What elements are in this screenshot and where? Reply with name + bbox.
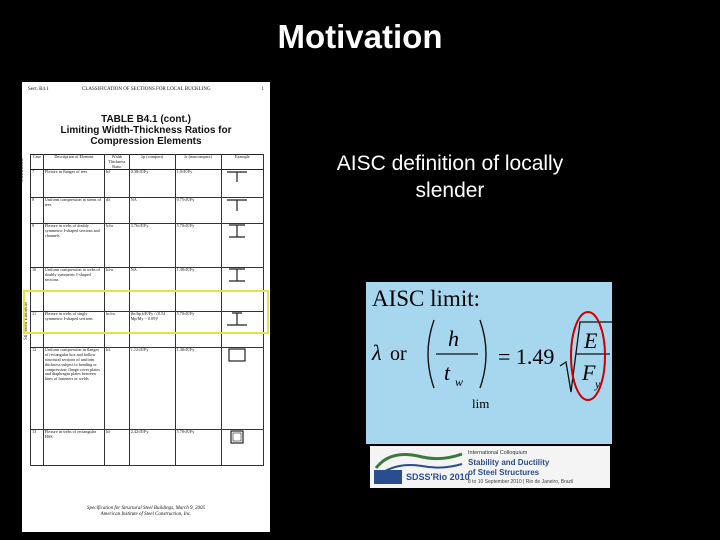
cell-example — [220, 311, 265, 349]
formula-label: AISC limit: — [372, 286, 480, 311]
cell-case: 9 — [30, 223, 44, 269]
box-section-figure — [223, 348, 251, 362]
cell-lr: 1.0√E/Fy — [174, 169, 222, 199]
formula-graphic: AISC limit: λ or h t w lim = 1.49 E F y — [371, 286, 612, 411]
red-circle-annotation — [570, 311, 606, 401]
cell-desc: Flexure in webs of singly symmetric I-sh… — [42, 311, 105, 349]
sqrt-sign — [559, 321, 612, 393]
formula-or: or — [390, 343, 407, 365]
table-row: 7 Flexure in flanges of tees b/t 0.38√E/… — [30, 169, 265, 199]
page-header-left: Sect. B4.1 — [28, 87, 49, 92]
cell-example — [220, 169, 265, 199]
table-row: 13 Flexure in webs of rectangular HSS h/… — [30, 429, 265, 467]
highlight-box — [23, 290, 269, 334]
table-row: 11 Flexure in webs of singly symmetric I… — [30, 311, 265, 349]
page-footer: Specification for Structural Steel Build… — [22, 506, 270, 518]
cell-lr: 1.40√E/Fy — [174, 347, 222, 431]
formula-Fy: F — [581, 360, 596, 385]
col-lambda-r: λr (noncompact) — [174, 153, 222, 171]
formula-w-sub: w — [455, 375, 463, 389]
cell-case: 7 — [30, 169, 44, 199]
page-header-center: CLASSIFICATION OF SECTIONS FOR LOCAL BUC… — [82, 87, 211, 92]
cell-case: 12 — [30, 347, 44, 431]
right-paren — [479, 319, 487, 389]
formula-lambda: λ — [371, 340, 382, 365]
cell-lp: 0.38√E/Fy — [128, 169, 176, 199]
logo-line1: International Colloquium — [468, 450, 528, 456]
table-row: 12 Uniform compression in flanges of rec… — [30, 347, 265, 431]
cell-lr: 5.70√E/Fy — [174, 223, 222, 269]
cell-desc: Flexure in webs of doubly symmetric I-sh… — [42, 223, 105, 269]
formula-coefficient: = 1.49 — [498, 344, 554, 369]
table-row: 8 Uniform compression in stems of tees d… — [30, 197, 265, 225]
table-group-header: Case Description of Element Width Thickn… — [30, 153, 265, 171]
table-caption-line1: TABLE B4.1 (cont.) — [101, 114, 191, 125]
slide-title: Motivation — [277, 18, 443, 55]
cell-example — [220, 223, 265, 269]
aisc-table-page: Sect. B4.1 CLASSIFICATION OF SECTIONS FO… — [20, 82, 270, 532]
logo-brand: SDSS'Rio 2010 — [406, 472, 470, 482]
table-row: 9 Flexure in webs of doubly symmetric I-… — [30, 223, 265, 269]
cell-example — [220, 429, 265, 467]
cell-case: 8 — [30, 197, 44, 225]
singly-symmetric-figure — [223, 312, 251, 326]
table-caption-line2: Limiting Width-Thickness Ratios for — [60, 125, 232, 136]
formula-panel: AISC limit: λ or h t w lim = 1.49 E F y — [366, 282, 612, 444]
side-label-unstiffened: Unstiffened — [20, 158, 25, 182]
left-paren — [427, 319, 435, 389]
page-header-right: 1 — [261, 87, 265, 92]
cell-desc: Uniform compression in stems of tees — [42, 197, 105, 225]
col-lambda-p: λp (compact) — [128, 153, 176, 171]
i-shape-figure — [223, 224, 251, 238]
tee-stem-figure — [223, 198, 251, 212]
col-example: Example — [220, 153, 265, 171]
cell-ratio: b/t — [103, 169, 130, 199]
cell-lr: 5.70√E/Fy — [174, 429, 222, 467]
cell-lp: (hc/hp)√E/Fy / (0.54 Mp/My − 0.09)² — [128, 311, 176, 349]
cell-desc: Flexure in webs of rectangular HSS — [42, 429, 105, 467]
hss-figure — [223, 430, 251, 444]
cell-desc: Uniform compression in flanges of rectan… — [42, 347, 105, 431]
col-case: Case — [30, 153, 44, 171]
formula-h: h — [448, 326, 459, 351]
cell-ratio: h/tw — [103, 223, 130, 269]
width-thickness-table: Case Description of Element Width Thickn… — [30, 153, 265, 467]
formula-tw: t — [444, 360, 451, 385]
logo-emblem — [374, 452, 463, 484]
i-shape-figure — [223, 268, 251, 282]
logo-line3: of Steel Structures — [468, 468, 540, 477]
cell-lr: 0.75√E/Fy — [174, 197, 222, 225]
logo-line2: Stability and Ductility — [468, 458, 550, 467]
formula-E: E — [583, 328, 598, 353]
formula-y-sub: y — [594, 377, 601, 391]
col-description: Description of Element — [42, 153, 105, 171]
cell-desc: Flexure in flanges of tees — [42, 169, 105, 199]
table-caption-line3: Compression Elements — [90, 136, 202, 147]
formula-lim: lim — [472, 396, 489, 411]
definition-text: AISC definition of locally slender — [336, 152, 564, 202]
cell-lp: 2.42√E/Fy — [128, 429, 176, 467]
cell-lp: 3.76√E/Fy — [128, 223, 176, 269]
col-ratio: Width Thickness Ratio — [103, 153, 130, 171]
sdss-rio-logo: SDSS'Rio 2010 International Colloquium S… — [370, 446, 610, 488]
logo-line4: 8 to 10 September 2010 | Rio de Janeiro,… — [468, 479, 574, 485]
footer-line1: Specification for Structural Steel Build… — [87, 506, 205, 511]
tee-figure — [223, 170, 251, 184]
cell-lp: NA — [128, 197, 176, 225]
table-caption: TABLE B4.1 (cont.) Limiting Width-Thickn… — [22, 114, 270, 147]
cell-ratio: b/t — [103, 347, 130, 431]
cell-lp: 1.12√E/Fy — [128, 347, 176, 431]
cell-case: 13 — [30, 429, 44, 467]
cell-ratio: h/t — [103, 429, 130, 467]
cell-example — [220, 197, 265, 225]
cell-example — [220, 347, 265, 431]
cell-ratio: d/t — [103, 197, 130, 225]
footer-line2: American Institute of Steel Construction… — [100, 512, 192, 517]
